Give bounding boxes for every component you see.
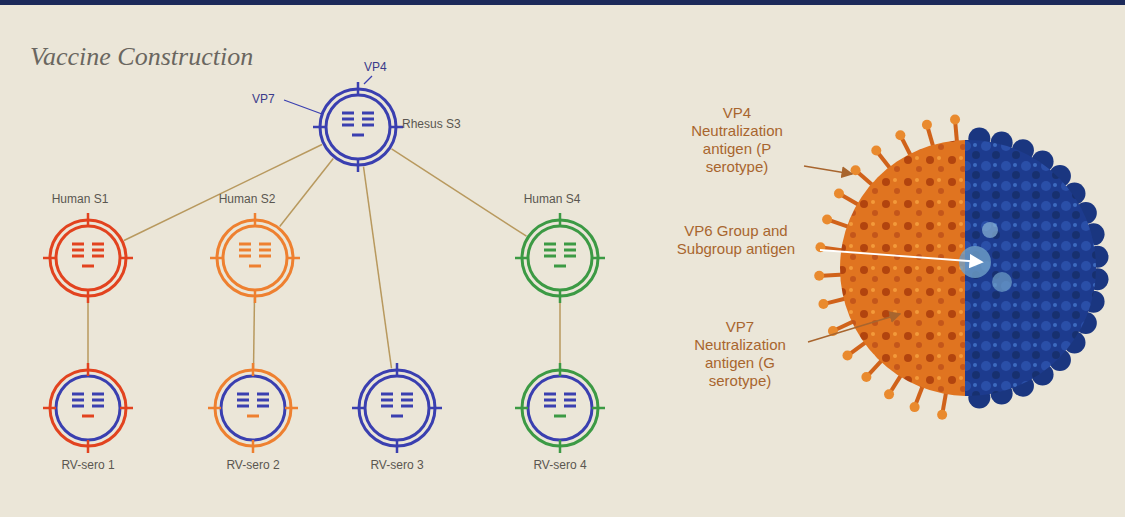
genome-circle: Human S4 (514, 212, 606, 304)
genome-circle: RV-sero 3 (351, 362, 443, 454)
genome-ring (42, 212, 134, 304)
strain-label: RV-sero 4 (533, 458, 586, 472)
genome-ring (514, 362, 606, 454)
derivation-line (124, 144, 322, 240)
genome-ring (351, 362, 443, 454)
genome-circle: Human S2 (209, 212, 301, 304)
derivation-line (87, 298, 89, 368)
genome-ring (312, 81, 404, 173)
genome-circle: Rhesus S3 (312, 81, 404, 173)
strain-label: Human S1 (52, 192, 109, 206)
strain-label: Rhesus S3 (402, 117, 461, 131)
top-band (0, 0, 1125, 5)
genome-ring (209, 212, 301, 304)
strain-label: RV-sero 3 (370, 458, 423, 472)
protein-label: VP4 (364, 60, 387, 74)
derivation-line (559, 298, 561, 368)
genome-ring (514, 212, 606, 304)
antigen-callout: VP6 Group and Subgroup antigen (660, 222, 812, 258)
genome-ring (207, 362, 299, 454)
genome-circle: Human S1 (42, 212, 134, 304)
strain-label: RV-sero 2 (226, 458, 279, 472)
genome-circle: RV-sero 2 (207, 362, 299, 454)
protein-label: VP7 (252, 92, 275, 106)
derivation-line (280, 158, 334, 226)
derivation-line (363, 167, 391, 369)
antigen-callout: VP4 Neutralization antigen (P serotype) (678, 104, 796, 176)
antigen-callout: VP7 Neutralization antigen (G serotype) (678, 318, 802, 390)
strain-label: Human S4 (524, 192, 581, 206)
genome-ring (42, 362, 134, 454)
strain-label: RV-sero 1 (61, 458, 114, 472)
genome-circle: RV-sero 1 (42, 362, 134, 454)
derivation-line (253, 298, 255, 368)
diagram-title: Vaccine Construction (30, 42, 253, 72)
genome-circle: RV-sero 4 (514, 362, 606, 454)
derivation-line (392, 149, 527, 236)
strain-label: Human S2 (219, 192, 276, 206)
